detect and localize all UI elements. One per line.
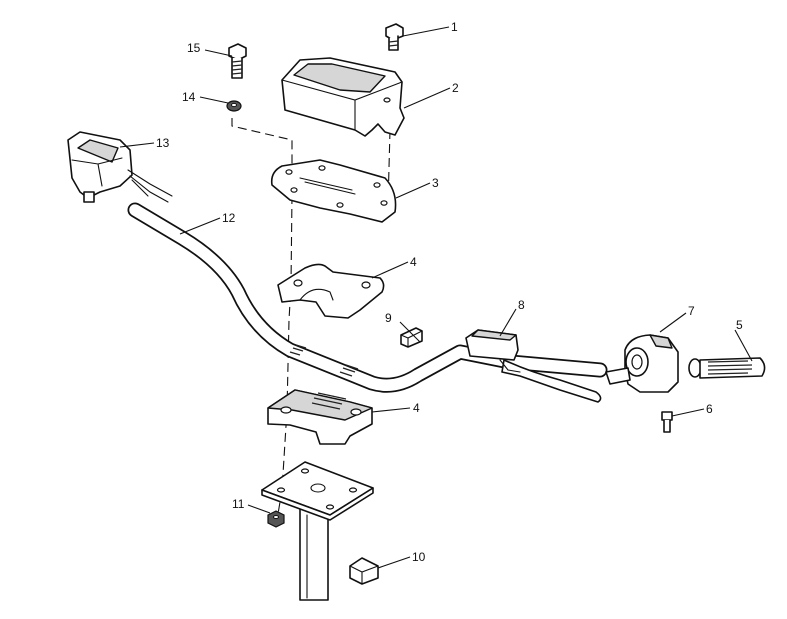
top-plate — [270, 159, 397, 223]
callout-13: 13 — [156, 136, 170, 150]
washer-14 — [226, 100, 242, 112]
callout-6: 6 — [706, 402, 713, 416]
callout-3: 3 — [432, 176, 439, 190]
bolt-15 — [228, 43, 247, 79]
callout-10: 10 — [412, 550, 426, 564]
upper-clamp — [277, 263, 385, 319]
leader-lines — [119, 26, 753, 569]
clip-10 — [349, 557, 379, 585]
callout-15: 15 — [187, 41, 201, 55]
grip — [688, 357, 766, 379]
screw-6 — [661, 411, 673, 433]
callout-9: 9 — [385, 311, 392, 325]
callout-5: 5 — [736, 318, 743, 332]
callout-1: 1 — [451, 20, 458, 34]
callout-labels: 1 2 3 4 4 5 6 7 8 9 10 11 12 13 14 15 — [156, 20, 743, 564]
steering-stem — [299, 507, 329, 601]
callout-8: 8 — [518, 298, 525, 312]
callout-11: 11 — [232, 497, 245, 511]
callout-4-lower: 4 — [413, 401, 420, 415]
handlebar-pad — [281, 57, 405, 137]
lower-clamp — [267, 389, 373, 445]
callout-12: 12 — [222, 211, 236, 225]
handlebar-tube — [127, 202, 608, 393]
bolt-1 — [385, 23, 404, 51]
mounting-plate — [261, 461, 374, 521]
block-9 — [400, 327, 423, 348]
callout-4-upper: 4 — [410, 255, 417, 269]
left-switch-housing — [67, 131, 173, 203]
throttle-housing — [605, 334, 679, 393]
brake-lever-assembly — [465, 329, 602, 403]
callout-7: 7 — [688, 304, 695, 318]
nut-11 — [267, 510, 285, 528]
callout-14: 14 — [182, 90, 196, 104]
callout-2: 2 — [452, 81, 459, 95]
